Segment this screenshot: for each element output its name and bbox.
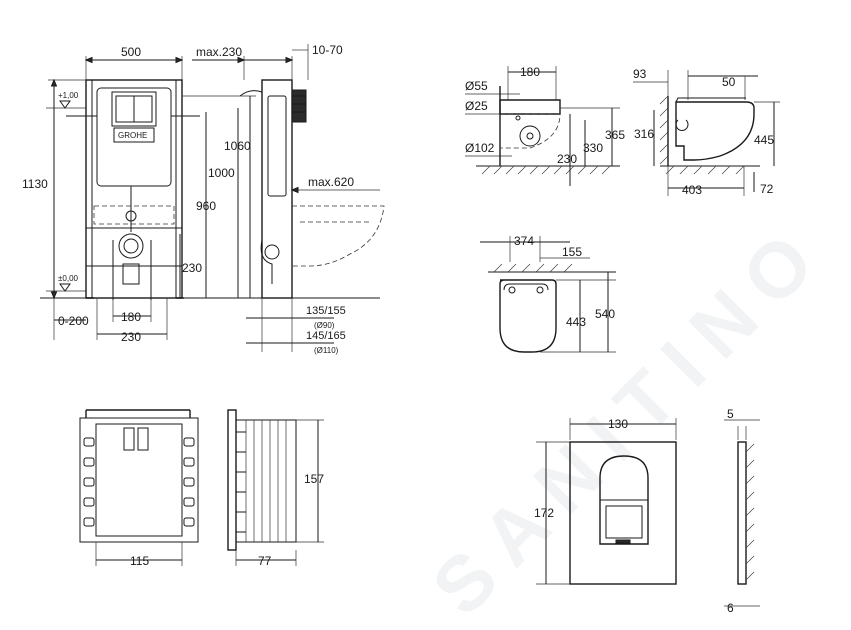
dim-93: 93 <box>633 67 647 81</box>
dim-0-200: 0-200 <box>58 314 89 328</box>
dim-plate-172: 172 <box>534 506 554 520</box>
dim-180-bottom: 180 <box>121 310 141 324</box>
dim-d90: (Ø90) <box>314 321 335 330</box>
dim-1130: 1130 <box>22 177 48 191</box>
dim-230-bottom: 230 <box>121 330 141 344</box>
dim-max230: max.230 <box>196 45 242 59</box>
dim-d55: Ø55 <box>465 79 488 93</box>
bowl-side-view: 180 Ø55 Ø25 Ø102 230 330 365 <box>465 65 625 186</box>
dim-50: 50 <box>722 75 736 89</box>
dim-540: 540 <box>595 307 615 321</box>
dim-316: 316 <box>634 127 654 141</box>
dim-1000: 1000 <box>208 166 235 180</box>
dim-115: 115 <box>130 554 149 568</box>
level-plus100: +1,00 <box>58 91 79 100</box>
frame-side-view: max.230 10-70 max.620 135/155 (Ø90) 145/… <box>192 43 385 355</box>
dim-bowl-365: 365 <box>605 128 625 142</box>
dim-plate-5: 5 <box>727 407 734 421</box>
dim-445: 445 <box>754 133 774 147</box>
frame-front-small: 115 <box>79 409 199 568</box>
dim-145-165: 145/165 <box>306 330 346 342</box>
dim-403: 403 <box>682 183 702 197</box>
dim-d102: Ø102 <box>465 141 495 155</box>
dim-135-155: 135/155 <box>306 305 346 317</box>
dim-frame-width: 500 <box>121 45 141 59</box>
dim-max620: max.620 <box>308 175 354 189</box>
dim-374: 374 <box>514 234 534 248</box>
level-pm000: ±0,00 <box>58 274 79 283</box>
dim-230-vertical: 230 <box>182 261 202 275</box>
dim-72: 72 <box>760 182 774 196</box>
dim-bowl-330: 330 <box>583 141 603 155</box>
brand-plate-label: GROHE <box>118 131 147 140</box>
watermark: SANITINO <box>415 204 843 630</box>
dim-d25: Ø25 <box>465 99 488 113</box>
dim-443: 443 <box>566 315 586 329</box>
dim-155: 155 <box>562 245 582 259</box>
dim-bowl-230: 230 <box>557 152 577 166</box>
dim-plate-130: 130 <box>608 417 628 431</box>
dim-10-70: 10-70 <box>312 43 343 57</box>
flush-plate-front: 130 172 <box>534 417 677 585</box>
dim-plate-6: 6 <box>727 601 734 615</box>
flush-plate-side: 5 6 <box>724 407 760 615</box>
frame-side-small: 157 77 <box>227 409 324 568</box>
frame-front-view: 500 GROHE +1,00 <box>22 45 380 344</box>
dim-960: 960 <box>196 199 216 213</box>
dim-77: 77 <box>258 554 272 568</box>
dim-bowl-180: 180 <box>520 65 540 79</box>
dim-157: 157 <box>304 472 324 486</box>
dim-d110: (Ø110) <box>314 346 339 355</box>
bowl-right-view: 93 50 316 445 403 <box>633 67 780 197</box>
bowl-top-view: 374 155 443 540 <box>480 234 616 353</box>
